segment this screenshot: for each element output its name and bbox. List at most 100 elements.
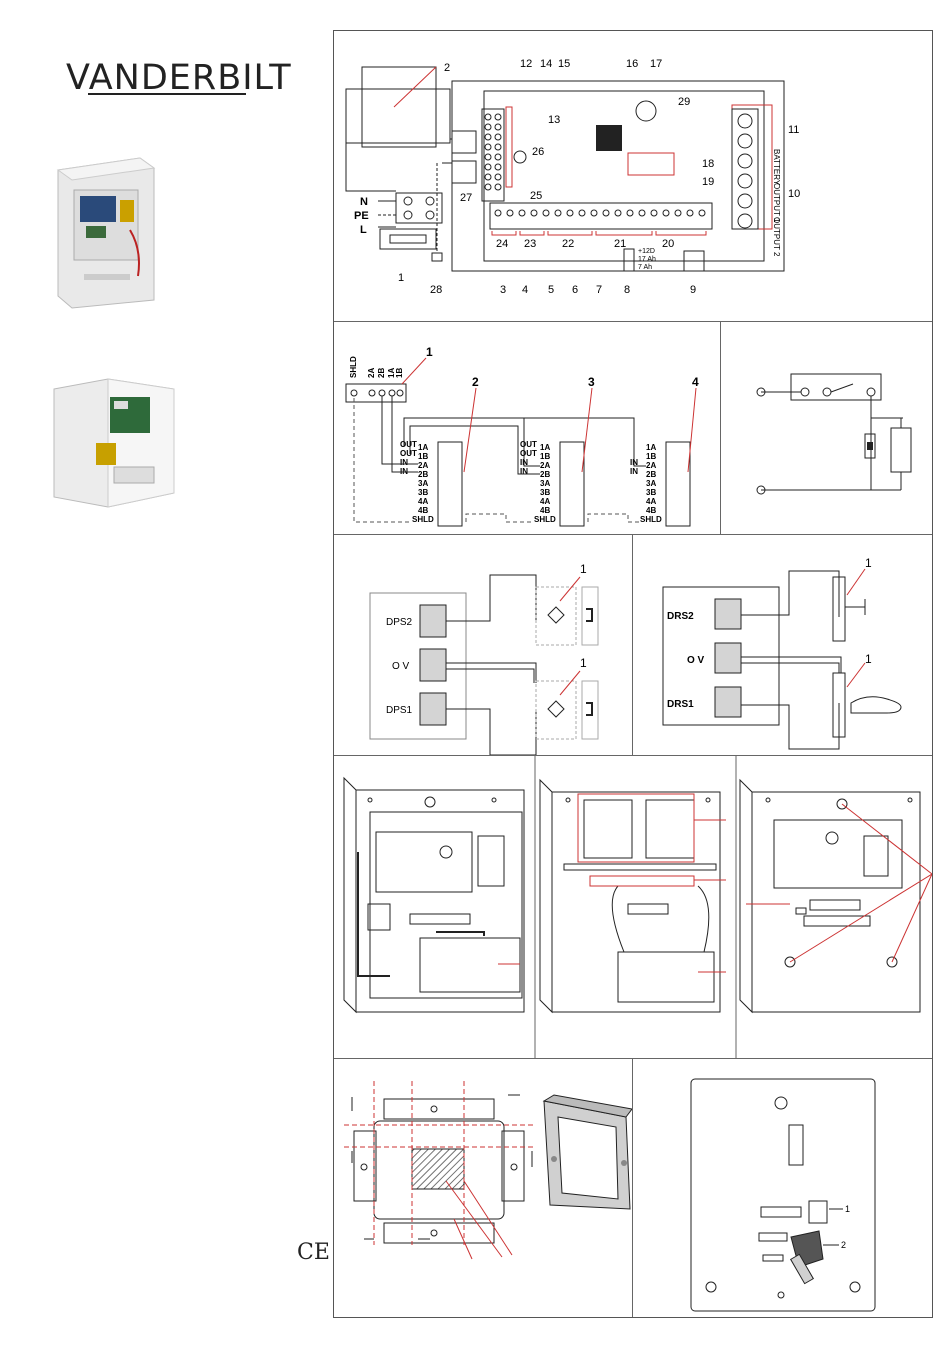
product-photo-open-enclosure: [56, 157, 156, 309]
bus-module-4: [665, 441, 691, 527]
callout-28: 28: [430, 284, 442, 296]
top-term-1b: 1B: [395, 368, 404, 378]
m3-1a: 1A: [540, 443, 550, 452]
callout-11: 11: [788, 124, 799, 136]
callout-10: 10: [788, 188, 800, 200]
callout-19: 19: [702, 176, 714, 188]
top-term-2b: 2B: [377, 368, 386, 378]
m3-2a: 2A: [540, 461, 550, 470]
m4-shld: SHLD: [640, 515, 662, 524]
output-terminal-block: [731, 108, 759, 230]
top-term-1a: 1A: [387, 368, 396, 378]
dps-label-dps1: DPS1: [386, 705, 413, 716]
m3-1b: 1B: [540, 452, 550, 461]
m2-3b: 3B: [418, 488, 428, 497]
callout-27: 27: [460, 192, 472, 204]
m4-4b: 4B: [646, 506, 656, 515]
divider-1: [334, 321, 932, 322]
top-term-shld: SHLD: [349, 356, 358, 378]
top-term-2a: 2A: [367, 368, 376, 378]
callout-13: 13: [548, 114, 560, 126]
enclosure-view-wiring: [343, 776, 525, 1014]
m3-in-2: IN: [520, 467, 528, 476]
m4-3b: 3B: [646, 488, 656, 497]
terminal-strip-bottom: [489, 202, 713, 230]
m2-4b: 4B: [418, 506, 428, 515]
label-output2: OUTPUT 2: [772, 217, 781, 257]
drs-callout-1a: 1: [865, 556, 872, 570]
m2-shld: SHLD: [412, 515, 434, 524]
drs-label-0v: O V: [687, 655, 705, 666]
callout-17: 17: [650, 58, 662, 70]
callout-4: 4: [522, 284, 528, 296]
bus-callout-2: 2: [472, 375, 479, 389]
callout-5: 5: [548, 284, 554, 296]
m2-2b: 2B: [418, 470, 428, 479]
m3-2b: 2B: [540, 470, 550, 479]
callout-23: 23: [524, 238, 536, 250]
finger-icon: [850, 696, 902, 714]
mains-terminal: [379, 192, 443, 250]
callout-15: 15: [558, 58, 570, 70]
m2-out-2: OUT: [400, 449, 417, 458]
m2-4a: 4A: [418, 497, 428, 506]
wiring-diagram: N PE L +12D 17 Ah 7 Ah BATTERY OUTPUT 1 …: [345, 58, 800, 296]
dps-label-0v: O V: [392, 661, 410, 672]
callout-22: 22: [562, 238, 574, 250]
m4-2b: 2B: [646, 470, 656, 479]
enclosure-views: [343, 756, 932, 1058]
transformer-icon: [345, 66, 451, 148]
bus-callout-4: 4: [692, 375, 699, 389]
callout-25: 25: [530, 190, 542, 202]
m3-4a: 4A: [540, 497, 550, 506]
callout-24: 24: [496, 238, 508, 250]
m2-out-1: OUT: [400, 440, 417, 449]
bracket-3d: [542, 1094, 632, 1210]
product-photo-closed-enclosure: [53, 378, 175, 508]
m2-2a: 2A: [418, 461, 428, 470]
bus-callout-3: 3: [588, 375, 595, 389]
callout-16: 16: [626, 58, 638, 70]
label-pe: PE: [354, 210, 369, 222]
divider-v3: [632, 1059, 633, 1317]
callout-8: 8: [624, 284, 630, 296]
drs-label-drs2: DRS2: [667, 611, 694, 622]
m4-in-2: IN: [630, 467, 638, 476]
ce-mark: CE: [297, 1240, 330, 1265]
label-battery: BATTERY: [772, 149, 781, 186]
dps-callout-1b: 1: [580, 656, 587, 670]
wall-callout-1: 1: [845, 1204, 850, 1214]
diagram-frame: [333, 30, 933, 1318]
bus-module-3: [559, 441, 585, 527]
m2-in-1: IN: [400, 458, 408, 467]
dps-label-dps2: DPS2: [386, 617, 413, 628]
m2-1a: 1A: [418, 443, 428, 452]
divider-4: [334, 1058, 932, 1059]
jumper-label-7ah: 7 Ah: [638, 264, 652, 271]
wall-callout-2: 2: [841, 1240, 846, 1250]
drs-diagram: DRS2 O V DRS1 1 1: [662, 556, 902, 750]
m3-4b: 4B: [540, 506, 550, 515]
callout-2: 2: [444, 62, 450, 74]
tamper-switch-icon: [789, 1230, 824, 1285]
m4-1a: 1A: [646, 443, 656, 452]
m4-3a: 3A: [646, 479, 656, 488]
relay-schematic: [756, 373, 912, 495]
bus-module-2: [437, 441, 463, 527]
chip-icon: [596, 125, 622, 151]
enclosure-view-mounting: [739, 778, 921, 1014]
dps-diagram: DPS2 O V DPS1 1 1: [369, 562, 599, 755]
divider-2: [334, 534, 932, 535]
m3-shld: SHLD: [534, 515, 556, 524]
callout-18: 18: [702, 158, 714, 170]
wall-mount-diagram: 1 2: [690, 1078, 876, 1312]
jumper-label-17ah: 17 Ah: [638, 256, 656, 263]
m4-2a: 2A: [646, 461, 656, 470]
m2-3a: 3A: [418, 479, 428, 488]
enclosure-view-battery: [539, 778, 721, 1014]
brand-logo: VANDERBILT: [66, 58, 292, 98]
m3-out-1: OUT: [520, 440, 537, 449]
divider-v1: [720, 322, 721, 534]
m4-4a: 4A: [646, 497, 656, 506]
mounting-bracket-diagram: [344, 1081, 632, 1260]
